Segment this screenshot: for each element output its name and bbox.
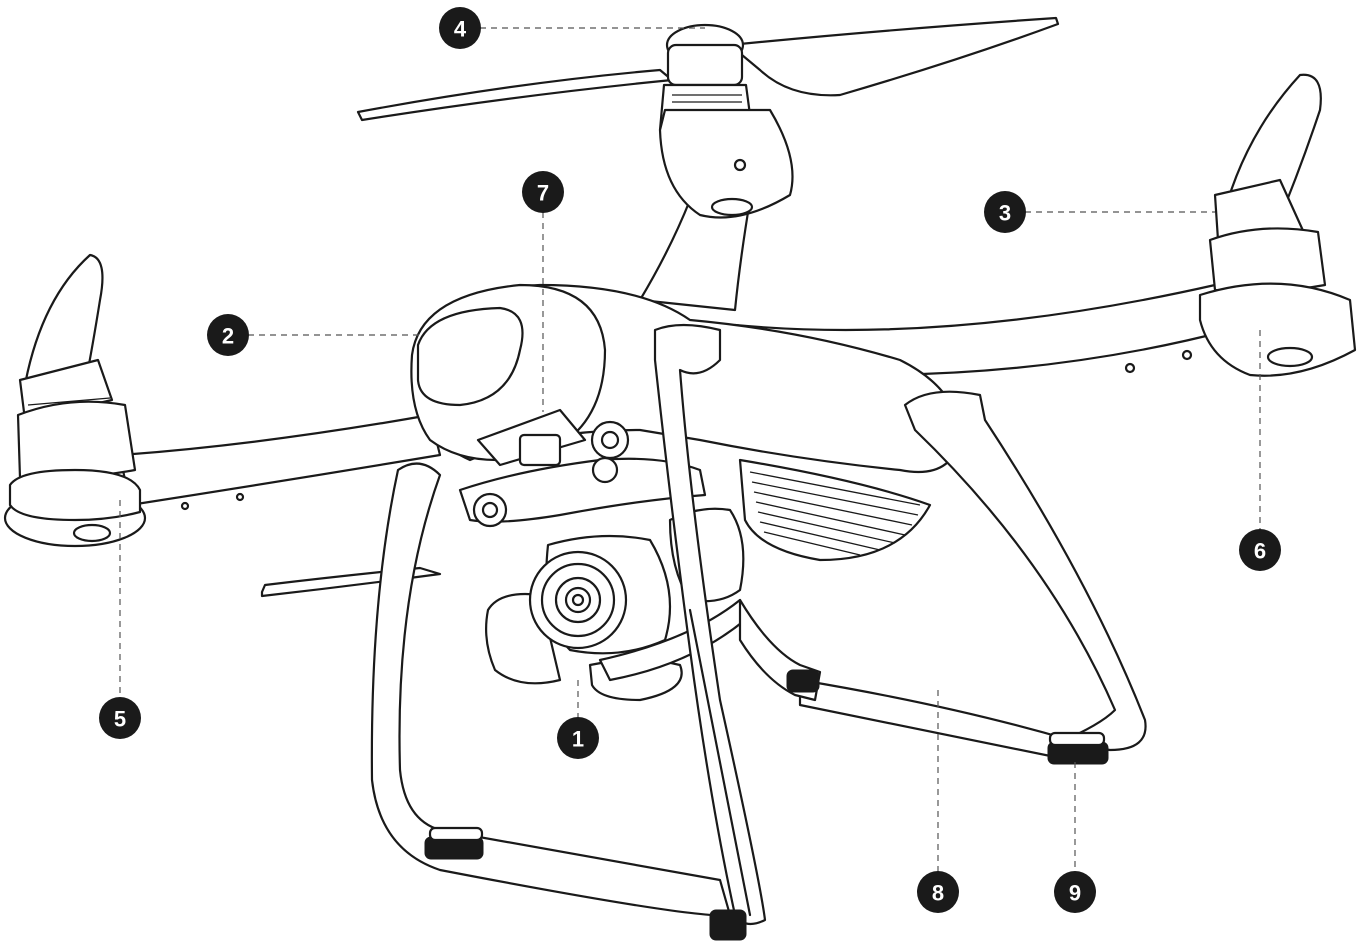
propeller-top <box>356 16 1060 122</box>
callout-badge-2: 2 <box>207 314 249 356</box>
callout-badge-5: 5 <box>99 697 141 739</box>
landing-gear-left <box>370 323 767 941</box>
callout-label-6: 6 <box>1254 539 1266 564</box>
leader-lines <box>119 27 1261 872</box>
drone-illustration <box>3 16 1357 941</box>
motor-right <box>1198 73 1357 377</box>
callout-label-2: 2 <box>222 324 234 349</box>
callout-label-3: 3 <box>999 201 1011 226</box>
callout-label-4: 4 <box>454 17 467 42</box>
callout-label-8: 8 <box>932 881 944 906</box>
callout-label-7: 7 <box>537 181 549 206</box>
callout-badge-9: 9 <box>1054 871 1096 913</box>
callout-label-5: 5 <box>114 707 126 732</box>
callout-label-1: 1 <box>572 727 584 752</box>
callout-badge-1: 1 <box>557 717 599 759</box>
callout-badge-8: 8 <box>917 871 959 913</box>
callout-badge-3: 3 <box>984 191 1026 233</box>
landing-gear-right <box>738 390 1147 765</box>
callout-badge-6: 6 <box>1239 529 1281 571</box>
gimbal-mount <box>458 408 707 528</box>
cooling-vent <box>738 458 932 562</box>
callout-badge-7: 7 <box>522 171 564 213</box>
callout-badge-4: 4 <box>439 7 481 49</box>
left-arm <box>118 413 442 507</box>
motor-left <box>3 253 147 548</box>
callout-badges: 1 2 3 4 5 6 7 8 <box>99 7 1281 913</box>
motor-top <box>658 23 794 219</box>
callout-label-9: 9 <box>1069 881 1081 906</box>
